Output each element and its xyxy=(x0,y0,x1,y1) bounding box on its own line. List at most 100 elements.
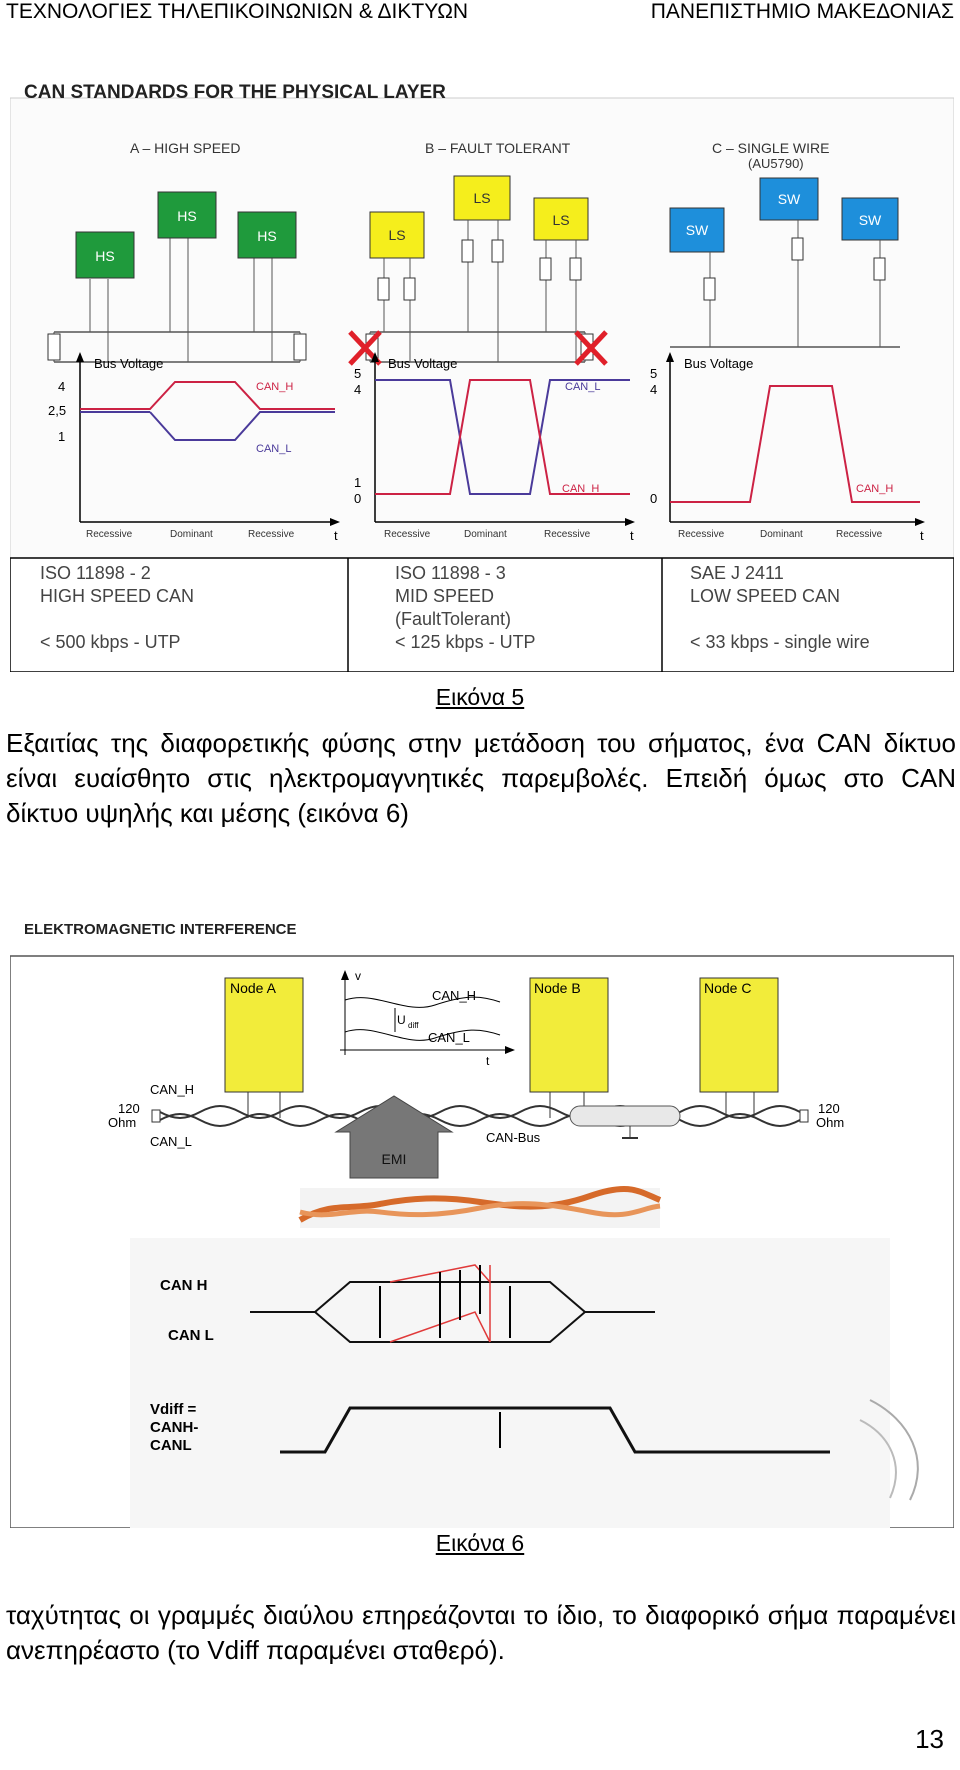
svg-text:Dominant: Dominant xyxy=(170,529,213,540)
svg-text:Dominant: Dominant xyxy=(760,529,803,540)
svg-text:Ohm: Ohm xyxy=(108,1115,136,1130)
svg-text:CANH-: CANH- xyxy=(150,1419,198,1436)
section-c-title: C – SINGLE WIRE xyxy=(712,140,829,156)
svg-text:t: t xyxy=(486,1054,490,1068)
svg-text:CANL: CANL xyxy=(150,1437,192,1454)
svg-text:120: 120 xyxy=(818,1101,840,1116)
svg-text:CAN_L: CAN_L xyxy=(428,1030,470,1045)
page-number: 13 xyxy=(915,1724,944,1754)
node-hs-2: HS xyxy=(177,208,196,224)
svg-text:v: v xyxy=(355,969,361,983)
svg-text:Dominant: Dominant xyxy=(464,529,507,540)
svg-text:Recessive: Recessive xyxy=(836,529,883,540)
svg-text:(FaultTolerant): (FaultTolerant) xyxy=(395,609,511,629)
svg-text:5: 5 xyxy=(650,366,657,381)
svg-text:< 125 kbps - UTP: < 125 kbps - UTP xyxy=(395,632,536,652)
svg-text:Recessive: Recessive xyxy=(384,529,431,540)
section-c-subtitle: (AU5790) xyxy=(748,156,804,171)
figure6-title: ELEKTROMAGNETIC INTERFERENCE xyxy=(24,921,297,938)
svg-text:LOW SPEED CAN: LOW SPEED CAN xyxy=(690,586,840,606)
svg-text:Recessive: Recessive xyxy=(678,529,725,540)
paragraph-2: ταχύτητας οι γραμμές διαύλου επηρεάζοντα… xyxy=(6,1600,956,1665)
svg-text:5: 5 xyxy=(354,366,361,381)
svg-text:t: t xyxy=(630,528,634,543)
figure5-title: CAN STANDARDS FOR THE PHYSICAL LAYER xyxy=(24,82,446,103)
svg-text:ISO 11898 - 2: ISO 11898 - 2 xyxy=(40,563,151,583)
section-b-network: LS LS LS xyxy=(348,175,608,366)
bus-voltage-chart-a: Bus Voltage t 4 2,5 1 CAN_H CAN_L Recess… xyxy=(48,352,340,543)
node-ls-3: LS xyxy=(552,212,569,228)
svg-text:4: 4 xyxy=(650,382,657,397)
node-hs-3: HS xyxy=(257,228,276,244)
figure-em-interference: ELEKTROMAGNETIC INTERFERENCE Node A Node… xyxy=(10,921,954,1528)
svg-text:Node C: Node C xyxy=(704,980,751,996)
svg-text:MID SPEED: MID SPEED xyxy=(395,586,494,606)
fault-cross-right xyxy=(574,330,608,366)
emi-arrow: EMI xyxy=(334,1095,454,1179)
svg-text:CAN_L: CAN_L xyxy=(256,443,291,455)
node-ls-1: LS xyxy=(388,227,405,243)
differential-diagram: CAN H CAN L Vdiff = CANH- CANL xyxy=(130,1238,919,1528)
svg-text:Vdiff =: Vdiff = xyxy=(150,1401,196,1418)
header-right: ΠΑΝΕΠΙΣΤΗΜΙΟ ΜΑΚΕΔΟΝΙΑΣ xyxy=(650,0,954,23)
figure5-caption: Εικόνα 5 xyxy=(435,684,525,710)
svg-text:4: 4 xyxy=(354,382,361,397)
node-ls-2: LS xyxy=(473,190,490,206)
svg-text:Bus Voltage: Bus Voltage xyxy=(684,356,753,371)
svg-text:Recessive: Recessive xyxy=(248,529,295,540)
svg-text:CAN_H: CAN_H xyxy=(856,483,893,495)
svg-text:Recessive: Recessive xyxy=(86,529,133,540)
paragraph-1: Εξαιτίας της διαφορετικής φύσης στην μετ… xyxy=(6,728,956,828)
svg-text:120: 120 xyxy=(118,1101,140,1116)
node-a: Node A xyxy=(224,977,304,1118)
svg-text:CAN_L: CAN_L xyxy=(150,1134,192,1149)
svg-text:CAN_H: CAN_H xyxy=(150,1082,194,1097)
section-b-title: B – FAULT TOLERANT xyxy=(425,140,571,156)
svg-text:1: 1 xyxy=(58,429,65,444)
svg-text:ISO 11898 - 3: ISO 11898 - 3 xyxy=(395,563,506,583)
svg-text:< 500 kbps - UTP: < 500 kbps - UTP xyxy=(40,632,181,652)
svg-text:2,5: 2,5 xyxy=(48,403,66,418)
svg-text:CAN_L: CAN_L xyxy=(565,381,600,393)
svg-text:CAN H: CAN H xyxy=(160,1277,208,1294)
header-left: ΤΕΧΝΟΛΟΓΙΕΣ ΤΗΛΕΠΙΚΟΙΝΩΝΙΩΝ & ΔΙΚΤΥΩΝ xyxy=(6,0,469,23)
svg-text:0: 0 xyxy=(650,491,657,506)
node-c: Node C xyxy=(699,977,779,1118)
section-c-network: SW SW SW xyxy=(669,177,900,348)
bus-voltage-chart-b: Bus Voltage t 5 4 1 0 CAN_L CAN_H Recess… xyxy=(354,352,635,543)
svg-text:Ohm: Ohm xyxy=(816,1115,844,1130)
node-hs-1: HS xyxy=(95,248,114,264)
twisted-cable-photo xyxy=(298,1186,662,1228)
figure-can-standards: CAN STANDARDS FOR THE PHYSICAL LAYER A –… xyxy=(10,82,954,672)
node-sw-1: SW xyxy=(686,222,709,238)
svg-text:Node B: Node B xyxy=(534,980,581,996)
twisted-pair-bus: CAN_H CAN_L 120 Ohm 120 Ohm CAN-Bus xyxy=(108,1082,844,1149)
svg-text:1: 1 xyxy=(354,475,361,490)
svg-text:Bus Voltage: Bus Voltage xyxy=(388,356,457,371)
svg-text:CAN_H: CAN_H xyxy=(562,483,599,495)
svg-text:4: 4 xyxy=(58,379,65,394)
svg-text:diff: diff xyxy=(408,1021,419,1030)
svg-text:CAN-Bus: CAN-Bus xyxy=(486,1130,541,1145)
node-b: Node B xyxy=(529,977,609,1118)
svg-text:HIGH SPEED CAN: HIGH SPEED CAN xyxy=(40,586,194,606)
node-sw-2: SW xyxy=(778,191,801,207)
svg-text:CAN L: CAN L xyxy=(168,1327,214,1344)
section-a-network: HS HS HS xyxy=(47,191,307,363)
axis-x-a: t xyxy=(334,528,338,543)
svg-text:0: 0 xyxy=(354,491,361,506)
svg-text:EMI: EMI xyxy=(382,1151,407,1167)
signal-inset: v t CAN_H CAN_L U diff xyxy=(340,969,515,1068)
svg-text:Recessive: Recessive xyxy=(544,529,591,540)
figure6-caption: Εικόνα 6 xyxy=(435,1530,525,1556)
svg-text:CAN_H: CAN_H xyxy=(256,381,293,393)
axis-y-a: Bus Voltage xyxy=(94,356,163,371)
svg-text:Node A: Node A xyxy=(230,980,277,996)
svg-text:CAN_H: CAN_H xyxy=(432,988,476,1003)
svg-text:t: t xyxy=(920,528,924,543)
section-a-title: A – HIGH SPEED xyxy=(130,140,240,156)
svg-text:< 33 kbps - single wire: < 33 kbps - single wire xyxy=(690,632,870,652)
standards-table: ISO 11898 - 2 HIGH SPEED CAN < 500 kbps … xyxy=(10,557,954,672)
node-sw-3: SW xyxy=(859,212,882,228)
svg-text:SAE J 2411: SAE J 2411 xyxy=(690,563,784,583)
